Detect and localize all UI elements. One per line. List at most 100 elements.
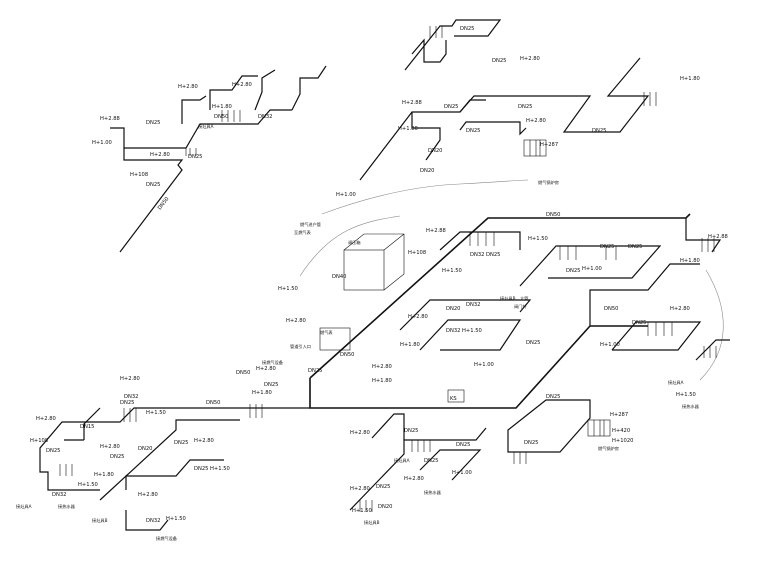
- gas-pipe-entry-box: [319, 327, 351, 351]
- pipe-upper-branch: [411, 38, 447, 63]
- label-dn25-bl-f: DN25: [264, 382, 278, 388]
- label-h280-b: H+2.80: [232, 82, 252, 88]
- label-h1020-bc: H+1020: [612, 438, 633, 444]
- gas-meter-pipes-bottom: [593, 420, 605, 436]
- label-h287-bc: H+287: [610, 412, 628, 418]
- label-dn25-center-d: DN25: [566, 268, 580, 274]
- pipe-branch-c: [254, 69, 276, 111]
- label-h280-top-b: H+2.80: [526, 118, 546, 124]
- label-h180-bl: H+1.80: [94, 472, 114, 478]
- label-h100-right: H+1.00: [600, 342, 620, 348]
- label-dn25-top-c: DN25: [444, 104, 458, 110]
- pipe-trunk-top-left: [119, 109, 292, 253]
- label-h280-bc-c: H+2.80: [350, 486, 370, 492]
- label-regulator: 调压箱: [348, 239, 361, 246]
- pipe-main-horizontal: [309, 213, 691, 379]
- label-riser: 立管: [520, 295, 528, 302]
- label-h100-center: H+1.00: [582, 266, 602, 272]
- system-center-main: DN50 H+2.88 DN32 DN25 H+1.50 H+108 H+1.5…: [262, 212, 728, 409]
- label-dn32-bl-b: DN32: [146, 518, 160, 524]
- label-h287-top: H+287: [540, 142, 558, 148]
- label-h100: H+1.00: [92, 140, 112, 146]
- pipe-branch-e: [110, 127, 125, 148]
- label-dn20-bc: DN20: [378, 504, 392, 510]
- label-dn25-center-e: DN25: [526, 340, 540, 346]
- label-dn25-bl-c: DN25: [110, 454, 124, 460]
- label-dn32-center-b: DN32: [466, 302, 480, 308]
- label-h180: H+1.80: [212, 104, 232, 110]
- system-top-left: H+2.88 H+1.00 DN25 H+2.80 H+2.80 H+108 D…: [92, 65, 327, 253]
- label-h280-bl-e: H+2.80: [138, 492, 158, 498]
- pipe-mid-branch: [459, 121, 527, 136]
- label-dn25-top-f: DN25: [592, 128, 606, 134]
- boundary-curve-right: [699, 269, 724, 381]
- pipe-bottom-left-branch-b: [64, 407, 101, 441]
- label-h288-right: H+2.88: [708, 234, 728, 240]
- label-h180-center-b: H+1.80: [372, 378, 392, 384]
- label-dn25-center-f: DN25: [632, 320, 646, 326]
- pipe-bottom-center-branch: [371, 413, 405, 440]
- label-dn32-bl-c: DN32: [124, 394, 138, 400]
- label-h100-top: H+1.00: [336, 192, 356, 198]
- label-h280-c: H+2.80: [150, 152, 170, 158]
- label-dn25-center: DN25: [486, 252, 500, 258]
- label-h280-top: H+2.80: [520, 56, 540, 62]
- label-h150-bc: H+1.50: [352, 508, 372, 514]
- gas-meter-box-bottom: [587, 419, 611, 437]
- gas-meter-box-top: [523, 139, 547, 157]
- drop-lines-bottom-left: [59, 404, 263, 476]
- label-dn50-vertical: DN50: [157, 196, 171, 211]
- label-dn20-bl: DN20: [138, 446, 152, 452]
- label-dn50-bl: DN50: [206, 400, 220, 406]
- label-dn50-main: DN50: [546, 212, 560, 218]
- label-h280-center: H+2.80: [408, 314, 428, 320]
- boundary-curve-upper: [321, 179, 529, 215]
- label-h280-bl: H+2.80: [120, 376, 140, 382]
- label-kitchen-b-bc: 接灶具B: [364, 519, 380, 526]
- pipe-bottom-left-down: [125, 510, 169, 531]
- label-h150-center: H+1.50: [528, 236, 548, 242]
- label-dn20-top: DN20: [428, 148, 442, 154]
- label-equipment-1-bl: 接燃气设备: [156, 535, 178, 542]
- label-dn25-center-g: DN25: [308, 368, 322, 374]
- label-h150-center-c: H+1.50: [462, 328, 482, 334]
- label-h108-bl: H+108: [30, 438, 48, 444]
- boundary-curve-lower: [299, 215, 401, 277]
- pipe-right-upper-loop: [685, 218, 722, 253]
- label-gas-meter: 燃气表: [320, 329, 333, 336]
- label-dn32: DN32: [258, 114, 272, 120]
- label-h108: H+108: [130, 172, 148, 178]
- label-dn25-top-d: DN25: [518, 104, 532, 110]
- label-remark-2: 至燃气表: [294, 229, 312, 236]
- label-dn20-top-b: DN20: [420, 168, 434, 174]
- label-kitchen-a: 接灶具A: [198, 123, 214, 130]
- label-kitchen-b: 接灶具B: [500, 295, 516, 302]
- label-dn25-bc-d: DN25: [376, 484, 390, 490]
- label-dn25-bc-f: DN25: [524, 440, 538, 446]
- gas-meter-pipes-top: [529, 140, 541, 156]
- label-dn32-center: DN32: [470, 252, 484, 258]
- label-h150-bl-c: H+1.50: [166, 516, 186, 522]
- label-h280-bc: H+2.80: [350, 430, 370, 436]
- label-dn50-center-b: DN50: [340, 352, 354, 358]
- label-h288: H+2.88: [100, 116, 120, 122]
- pipe-bottom-left-branch: [125, 459, 224, 490]
- label-dn25-center-b: DN25: [600, 244, 614, 250]
- label-dn25-top: DN25: [460, 26, 474, 32]
- label-kitchen-a-bl: 接灶具A: [16, 503, 32, 510]
- drop-lines-top-left: [185, 110, 241, 156]
- label-h280-bl-d: H+2.80: [194, 438, 214, 444]
- system-bottom-left: H+2.80 DN25 DN15 H+2.80 DN25 H+108 DN32 …: [16, 366, 310, 542]
- label-h180-bl-b: H+1.80: [252, 390, 272, 396]
- pipe-upper-loop: [404, 19, 502, 71]
- label-h280-bc-b: H+2.80: [404, 476, 424, 482]
- drop-lines-right: [701, 238, 717, 358]
- label-dn25-b: DN25: [188, 154, 202, 160]
- label-kitchen-a-bc: 接灶具A: [394, 457, 410, 464]
- label-h280: H+2.80: [178, 84, 198, 90]
- system-right: 接灶具A 接热水器 燃气进户管 至燃气表 立管 阀门井: [294, 218, 730, 410]
- label-h280-right-b: H+2.80: [670, 306, 690, 312]
- pipe-right-lower-branch: [695, 339, 730, 361]
- pipe-bottom-center-branch-b: [419, 449, 482, 481]
